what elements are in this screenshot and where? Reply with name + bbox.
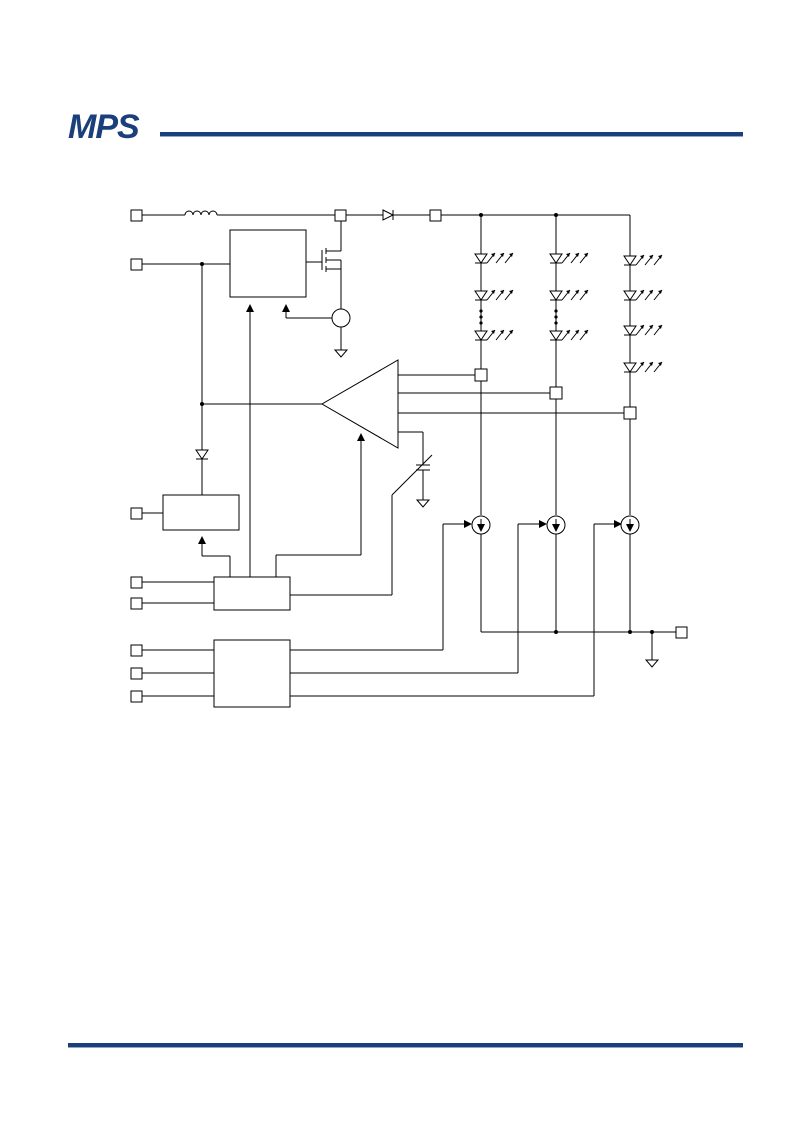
regulator-block [162, 494, 240, 531]
led-string-2 [549, 252, 589, 341]
pin-gnd [675, 626, 688, 639]
header-rule [160, 132, 743, 136]
led-string-1 [474, 252, 514, 341]
junction-dots [200, 213, 654, 634]
header-rule-shadow [160, 136, 743, 137]
logic-block [213, 576, 291, 611]
error-amplifier [321, 359, 399, 449]
pwm-control-block [229, 229, 307, 298]
dimming-block [213, 639, 291, 708]
ground-icon [333, 349, 349, 358]
footer-rule-shadow [68, 1047, 743, 1048]
mosfet [306, 221, 342, 310]
mps-logo-text: MPS [68, 108, 140, 146]
header: MPS [68, 108, 743, 146]
footer-rule [68, 1043, 743, 1047]
mps-logo: MPS [68, 108, 141, 146]
ground-icon [415, 499, 431, 508]
ground-icon [644, 659, 660, 668]
inductor [184, 210, 218, 216]
